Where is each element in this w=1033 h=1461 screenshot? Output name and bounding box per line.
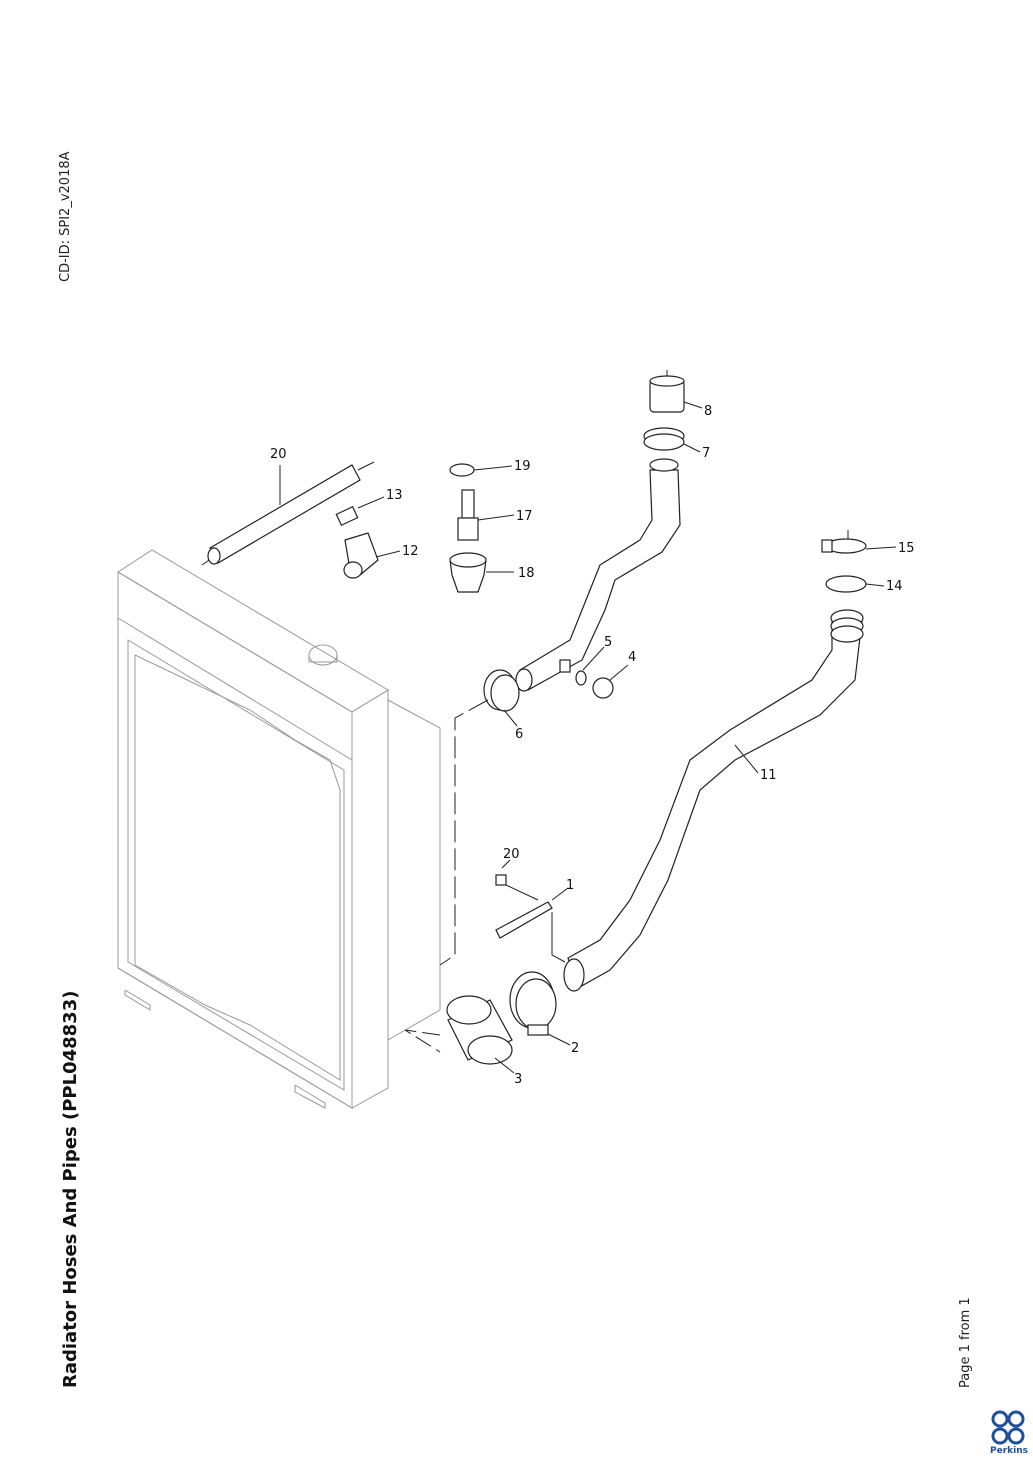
part-18-clip: 19 [449,459,531,477]
part-1-bracket: 1 [495,878,574,963]
part-5-washer: 5 [559,635,612,686]
part-13-clamp: 15 [821,530,915,556]
callout-12: 14 [886,579,903,594]
part-14-drain-valve: 12 [343,532,419,579]
callout-20-label: 20 [503,847,520,862]
part-15: 13 [335,488,403,527]
callout-1: 1 [566,878,574,893]
callout-11: 11 [760,768,777,783]
part-11-pipe: 11 [563,609,864,992]
part-16-fitting: 17 [457,489,533,541]
part-4-plug: 4 [592,650,636,699]
callout-7: 7 [702,446,710,461]
part-6-clamp: 6 [483,669,523,742]
part-17-adapter: 18 [449,552,535,593]
brand-name: Perkins [990,1446,1028,1456]
callout-14: 12 [402,544,419,559]
part-20-bolt: 20 20 [495,847,520,886]
callout-19: 20 [270,447,287,462]
callout-4: 4 [628,650,636,665]
callout-13: 15 [898,541,915,556]
callout-17: 18 [518,566,535,581]
part-19-hose: 20 [201,447,375,566]
callout-3: 3 [514,1072,522,1087]
part-3-sleeve: 3 [446,995,522,1087]
radiator [117,549,441,1109]
callout-8: 8 [704,404,712,419]
part-2-clamp: 2 [509,971,579,1056]
part-8-sleeve: 8 [649,370,712,419]
perkins-logo-icon [991,1410,1025,1445]
callout-18: 19 [514,459,531,474]
callout-16: 17 [516,509,533,524]
callout-6: 6 [515,727,523,742]
callout-5: 5 [604,635,612,650]
callout-15: 13 [386,488,403,503]
upper-pipe [515,458,681,692]
callout-2: 2 [571,1041,579,1056]
part-7-clamp: 7 [643,427,710,461]
part-12-ring: 14 [825,575,903,594]
